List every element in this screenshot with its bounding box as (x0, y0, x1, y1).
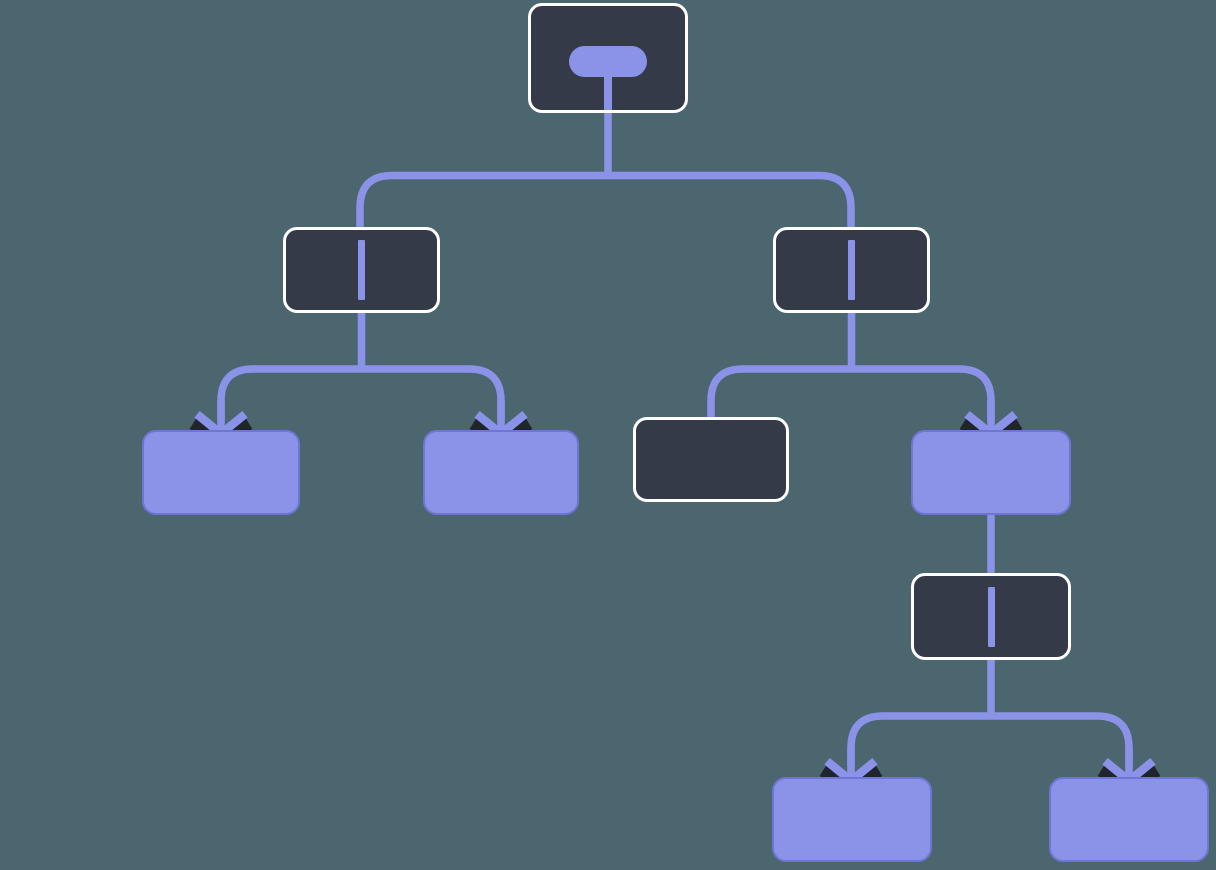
node-mid-plain[interactable] (633, 417, 789, 502)
node-leaf-bottom-1[interactable] (772, 777, 932, 862)
node-leaf-left-1[interactable] (142, 430, 300, 515)
node-root[interactable] (528, 3, 688, 113)
vertical-line-icon (987, 586, 995, 647)
vertical-line-icon (358, 240, 365, 300)
connector-right-split (707, 365, 995, 420)
node-leaf-bottom-2[interactable] (1049, 777, 1209, 862)
connector-lower-split (847, 712, 1133, 766)
node-branch-lower[interactable] (911, 573, 1071, 660)
tree-root-icon (569, 46, 647, 110)
node-branch-right[interactable] (773, 227, 930, 313)
node-drop-right[interactable] (911, 430, 1071, 515)
root-pill-shape (569, 46, 647, 77)
vertical-line-icon (848, 240, 855, 300)
root-stem-shape (604, 77, 612, 110)
connector-root-split (356, 171, 855, 228)
connector-left-split (217, 365, 505, 420)
node-branch-left[interactable] (283, 227, 440, 313)
node-leaf-left-2[interactable] (423, 430, 579, 515)
